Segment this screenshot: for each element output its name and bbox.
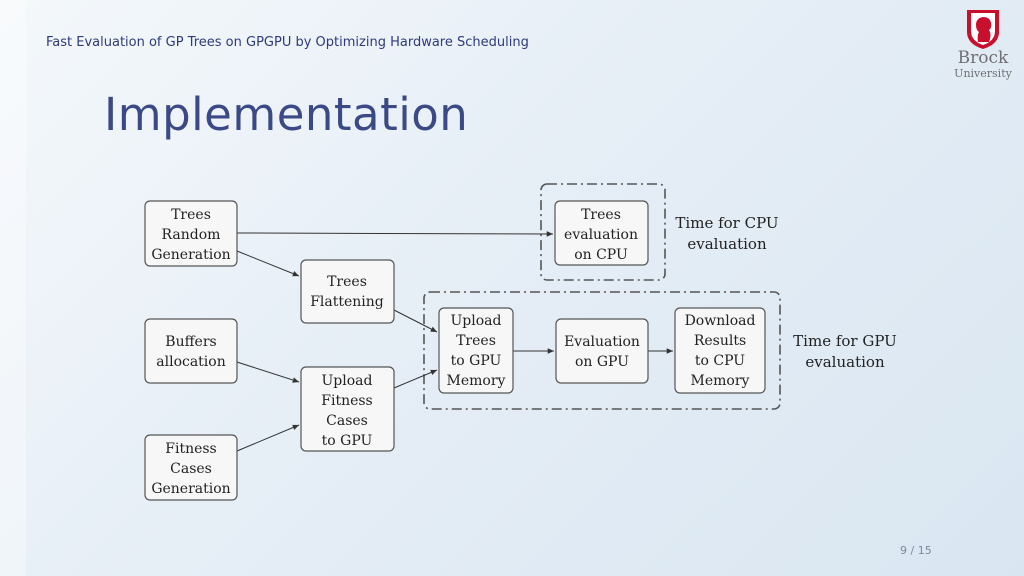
node-label: Random (162, 227, 221, 243)
cpu-evaluation-group (540, 183, 666, 281)
gpu-evaluation-group (423, 291, 781, 410)
node-label: Fitness (165, 441, 217, 457)
page-number: 9 / 15 (900, 544, 932, 557)
group-label: evaluation (687, 235, 767, 253)
node-label: Fitness (321, 393, 373, 409)
node-label: Memory (447, 373, 506, 389)
node-label: Cases (170, 461, 212, 477)
node-label: Generation (151, 247, 230, 263)
node-label: to GPU (451, 353, 502, 369)
group-label: evaluation (805, 353, 885, 371)
edge-buffers-to-upload-fitness (236, 361, 300, 383)
edge-generation-to-cpu-eval (236, 231, 554, 237)
node-label: Upload (322, 373, 373, 389)
brock-university-logo: Brock University (948, 8, 1018, 83)
node-label: Flattening (310, 294, 384, 310)
shield-icon (967, 10, 999, 49)
edge-upload-fitness-to-upload-trees (393, 369, 438, 389)
node-label: allocation (156, 354, 225, 370)
gpu-time-label: Time for GPU evaluation (793, 332, 897, 371)
node-trees-flattening: Trees Flattening (300, 259, 395, 324)
node-buffers-allocation: Buffers allocation (144, 318, 238, 384)
logo-subwordmark: University (954, 67, 1012, 80)
node-label: Generation (151, 481, 230, 497)
left-band (0, 0, 26, 576)
edge-fitness-gen-to-upload-fitness (236, 424, 300, 452)
cpu-time-label: Time for CPU evaluation (675, 214, 778, 253)
node-label: Cases (326, 413, 368, 429)
logo-wordmark: Brock (957, 48, 1009, 68)
node-label: evaluation (564, 227, 638, 243)
node-label: Results (694, 333, 746, 349)
node-label: on CPU (574, 247, 628, 263)
node-label: Memory (691, 373, 750, 389)
node-label: Trees (581, 207, 621, 223)
node-fitness-cases-generation: Fitness Cases Generation (144, 434, 238, 501)
node-label: on GPU (575, 354, 629, 370)
node-download-results: Download Results to CPU Memory (674, 307, 766, 394)
node-trees-evaluation-cpu: Trees evaluation on CPU (554, 200, 649, 266)
node-label: Trees (456, 333, 496, 349)
node-label: Buffers (165, 334, 216, 350)
node-label: Upload (451, 313, 502, 329)
node-label: Trees (327, 274, 367, 290)
node-trees-random-generation: Trees Random Generation (144, 200, 238, 267)
group-label: Time for CPU (675, 214, 778, 232)
edge-generation-to-flattening (236, 250, 300, 277)
slide-title: Implementation (104, 88, 469, 141)
edge-flattening-to-upload-trees (393, 309, 438, 333)
node-label: Evaluation (564, 334, 640, 350)
node-upload-trees: Upload Trees to GPU Memory (438, 307, 514, 394)
node-label: to GPU (322, 433, 373, 449)
node-label: Download (685, 313, 756, 329)
node-evaluation-gpu: Evaluation on GPU (555, 318, 649, 384)
node-upload-fitness-cases: Upload Fitness Cases to GPU (300, 366, 395, 452)
node-label: to CPU (695, 353, 745, 369)
node-label: Trees (171, 207, 211, 223)
group-label: Time for GPU (793, 332, 897, 350)
presentation-subtitle: Fast Evaluation of GP Trees on GPGPU by … (46, 35, 529, 50)
